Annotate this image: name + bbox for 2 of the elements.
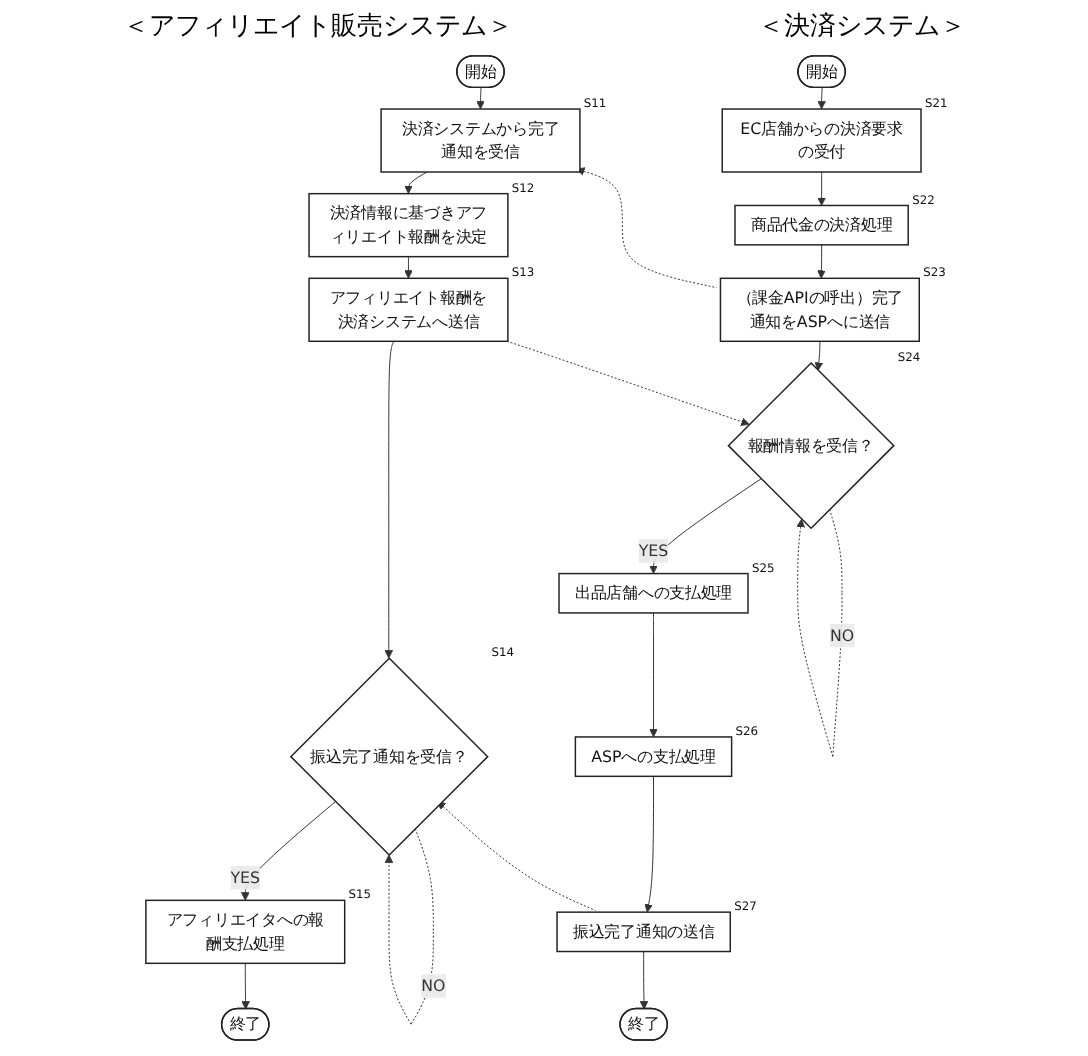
- column-heading: ＜決済システム＞: [757, 10, 966, 44]
- column-heading: ＜アフィリエイト販売システム＞: [122, 10, 513, 44]
